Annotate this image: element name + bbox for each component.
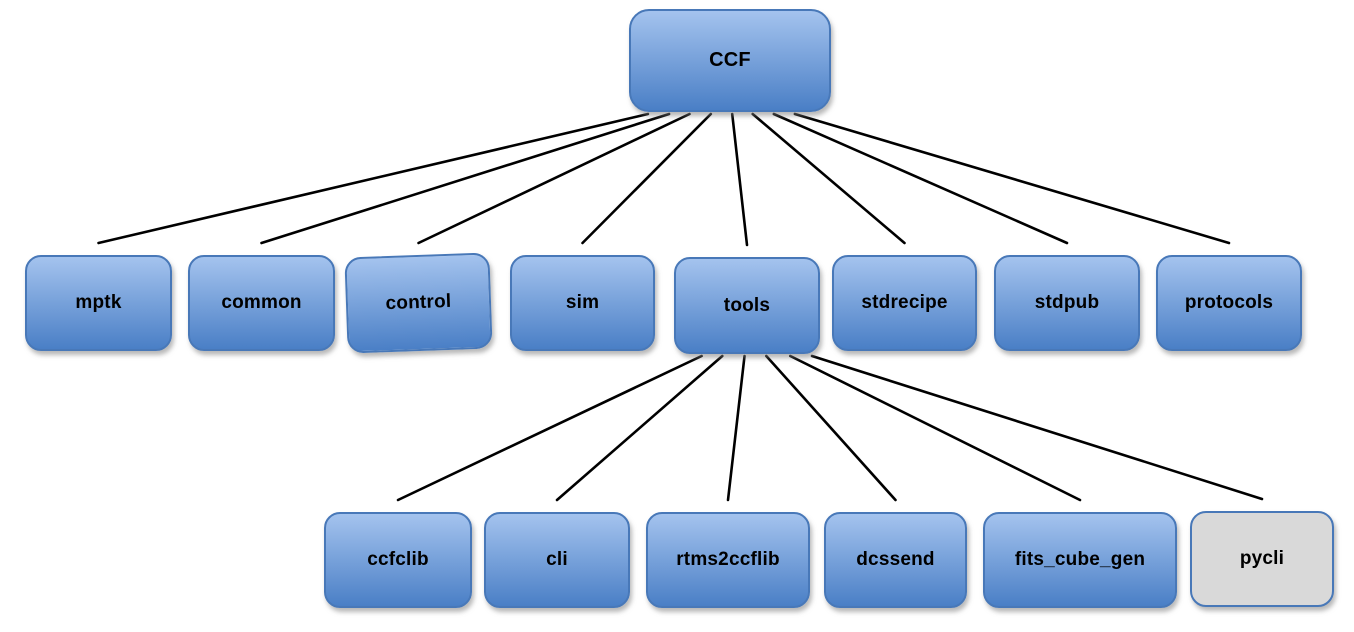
edge-line-ccf-mptk xyxy=(97,112,650,245)
edge-line-tools-rtms2ccflib xyxy=(726,354,746,502)
edge-line-tools-cli xyxy=(555,354,724,502)
edge-line-ccf-sim xyxy=(581,112,713,245)
node-label: fits_cube_gen xyxy=(1014,549,1146,570)
node-fits-cube-gen: fits_cube_gen xyxy=(983,512,1177,608)
node-dcssend: dcssend xyxy=(824,512,967,608)
node-mptk: mptk xyxy=(25,255,172,351)
node-protocols: protocols xyxy=(1156,255,1302,351)
node-rtms2ccflib: rtms2ccflib xyxy=(646,512,810,608)
node-label: ccfclib xyxy=(367,549,429,570)
edge-line-ccf-tools xyxy=(730,112,749,247)
node-stdpub: stdpub xyxy=(994,255,1140,351)
node-label: dcssend xyxy=(856,549,935,570)
node-cli: cli xyxy=(484,512,630,608)
node-label: pycli xyxy=(1239,548,1285,569)
edge-line-tools-ccfclib xyxy=(396,354,703,502)
node-label: stdpub xyxy=(1034,292,1100,313)
node-label: cli xyxy=(546,549,568,570)
edge-line-ccf-common xyxy=(260,112,671,245)
node-ccfclib: ccfclib xyxy=(324,512,472,608)
node-label: tools xyxy=(723,294,771,316)
edge-line-ccf-protocols xyxy=(793,112,1231,245)
node-pycli: pycli xyxy=(1190,511,1334,607)
node-ccf: CCF xyxy=(629,9,831,112)
node-sim: sim xyxy=(510,255,655,351)
node-stdrecipe: stdrecipe xyxy=(832,255,977,351)
node-label: stdrecipe xyxy=(861,292,948,313)
edge-line-ccf-control xyxy=(417,112,691,245)
edge-line-ccf-stdpub xyxy=(772,112,1069,245)
edge-line-tools-dcssend xyxy=(765,354,897,502)
node-label: sim xyxy=(565,292,600,313)
node-label: mptk xyxy=(75,292,122,313)
node-control: control xyxy=(344,252,493,354)
edge-line-ccf-stdrecipe xyxy=(751,112,906,245)
node-common: common xyxy=(188,255,335,351)
node-label: rtms2ccflib xyxy=(676,549,780,570)
edge-line-tools-pycli xyxy=(810,354,1264,501)
node-label: protocols xyxy=(1184,292,1274,313)
node-label: CCF xyxy=(709,49,751,71)
node-label: common xyxy=(221,292,302,313)
node-label: control xyxy=(385,290,452,315)
edge-line-tools-fits_cube_gen xyxy=(788,354,1082,502)
node-tools: tools xyxy=(674,257,820,354)
